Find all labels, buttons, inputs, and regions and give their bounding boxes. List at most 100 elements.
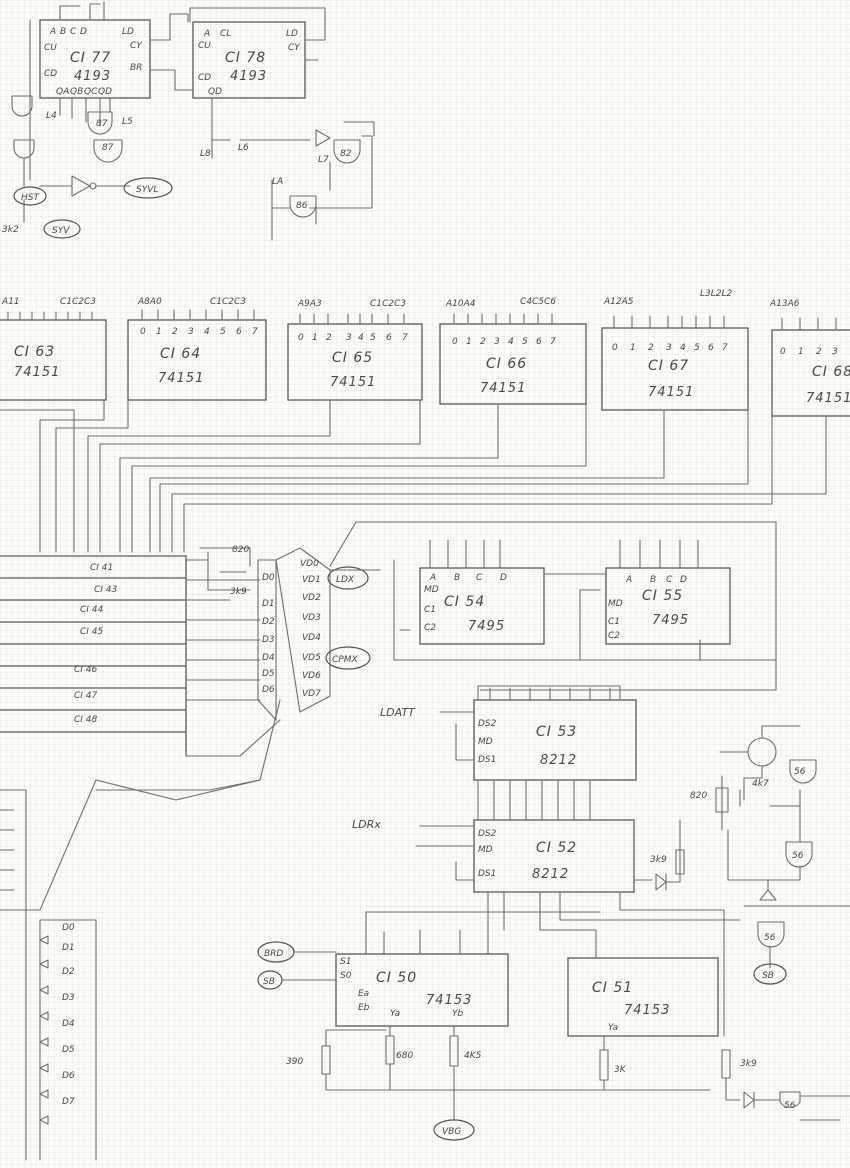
svg-text:2: 2	[648, 343, 654, 353]
svg-text:56: 56	[784, 1101, 796, 1111]
svg-text:1: 1	[156, 327, 162, 337]
svg-text:0: 0	[452, 337, 458, 347]
svg-text:D4: D4	[262, 653, 275, 663]
svg-text:56: 56	[792, 851, 804, 861]
svg-text:VD2: VD2	[302, 593, 321, 603]
signal-syv-oval	[43, 219, 81, 239]
mem-ci44: CI 44	[80, 605, 104, 615]
svg-text:3: 3	[494, 337, 500, 347]
svg-text:L3L2L2: L3L2L2	[700, 289, 732, 299]
shiftreg-ci55-type: 7495	[652, 613, 689, 628]
mux-row: CI 63 74151 CI 64 74151 CI 65 74151 CI 6…	[0, 289, 850, 417]
shiftreg-ci55-name: CI 55	[642, 588, 683, 604]
svg-text:A: A	[429, 573, 436, 583]
svg-text:7: 7	[550, 337, 556, 347]
svg-text:C4C5C6: C4C5C6	[520, 297, 556, 307]
mux-ci67-type: 74151	[648, 385, 694, 400]
latch-ci53: CI 53 8212 DS2 MD DS1	[473, 699, 637, 781]
latch-ci53-type: 8212	[540, 753, 577, 768]
svg-text:LD: LD	[122, 27, 134, 37]
resistor-3k9-top	[675, 849, 685, 875]
signal-syvl: SYVL	[136, 185, 158, 195]
svg-text:D0: D0	[62, 923, 75, 933]
svg-text:Ea: Ea	[358, 989, 369, 999]
shift-reg-ci55: CI 55 7495 A B C D MD C1 C2	[605, 567, 731, 645]
latch-ci52: CI 52 8212 DS2 MD DS1	[473, 819, 635, 893]
svg-text:0: 0	[780, 347, 786, 357]
chip-ci78-name: CI 78	[225, 50, 266, 66]
svg-text:4: 4	[204, 327, 210, 337]
signal-ldx: LDX	[336, 575, 355, 585]
svg-text:D1: D1	[62, 943, 75, 953]
svg-text:Yb: Yb	[452, 1009, 463, 1019]
svg-text:3k9: 3k9	[650, 855, 667, 865]
svg-text:D: D	[80, 27, 87, 37]
shiftreg-ci54-type: 7495	[468, 619, 505, 634]
svg-text:D5: D5	[262, 669, 275, 679]
svg-text:D2: D2	[62, 967, 75, 977]
svg-text:MD: MD	[478, 737, 493, 747]
svg-text:DS2: DS2	[478, 829, 497, 839]
svg-text:3: 3	[832, 347, 838, 357]
svg-text:6: 6	[386, 333, 392, 343]
signal-ldatt: LDATT	[380, 706, 416, 719]
svg-text:6: 6	[708, 343, 714, 353]
svg-text:A12A5: A12A5	[603, 297, 634, 307]
svg-text:D3: D3	[262, 635, 275, 645]
svg-text:C1C2C3: C1C2C3	[60, 297, 96, 307]
svg-text:CD: CD	[198, 73, 211, 83]
mux-ci64-name: CI 64	[160, 346, 201, 362]
svg-text:3k9: 3k9	[230, 587, 247, 597]
svg-text:VD5: VD5	[302, 653, 321, 663]
gate-cluster-top-middle: 82 86 L8 L6 L7 LA	[200, 121, 375, 241]
svg-text:C2: C2	[608, 631, 620, 641]
mux-ci64-type: 74151	[158, 371, 204, 386]
svg-text:D6: D6	[62, 1071, 75, 1081]
svg-text:82: 82	[340, 149, 352, 159]
svg-text:D0: D0	[262, 573, 275, 583]
mux-ci66-type: 74151	[480, 381, 526, 396]
data-bus-left: D0 D1 D2 D3 D4 D5 D6 VD0 VD1 VD2 VD3 VD4…	[257, 547, 331, 721]
svg-text:7: 7	[252, 327, 258, 337]
svg-text:A10A4: A10A4	[445, 299, 476, 309]
resistors-bottom: 390 680 4K5 3K 3k9	[286, 1025, 781, 1121]
signal-hst: HST	[21, 193, 40, 203]
svg-text:Ya: Ya	[608, 1023, 618, 1033]
svg-text:SB: SB	[263, 977, 275, 987]
svg-text:BR: BR	[130, 63, 142, 73]
svg-text:L6: L6	[238, 143, 249, 153]
svg-text:C1: C1	[424, 605, 436, 615]
svg-text:2: 2	[326, 333, 332, 343]
svg-text:0: 0	[612, 343, 618, 353]
latch-ci53-name: CI 53	[536, 724, 577, 740]
svg-text:56: 56	[794, 767, 806, 777]
svg-text:D6: D6	[262, 685, 275, 695]
svg-text:L4: L4	[46, 111, 57, 121]
svg-text:4K5: 4K5	[464, 1051, 482, 1061]
svg-text:L5: L5	[122, 117, 133, 127]
mem-ci48: CI 48	[74, 715, 98, 725]
svg-text:Ya: Ya	[390, 1009, 400, 1019]
svg-text:MD: MD	[478, 845, 493, 855]
svg-text:B: B	[60, 27, 66, 37]
svg-text:0: 0	[298, 333, 304, 343]
signal-cpmx-oval	[325, 646, 371, 670]
svg-text:QD: QD	[208, 87, 222, 97]
shift-reg-ci54: CI 54 7495 A B C D MD C1 C2	[419, 567, 545, 645]
signal-sb: SB	[762, 971, 774, 981]
mem-ci41: CI 41	[90, 563, 113, 573]
svg-text:4: 4	[358, 333, 364, 343]
svg-text:1: 1	[798, 347, 804, 357]
mem-ci45: CI 45	[80, 627, 104, 637]
svg-text:2: 2	[816, 347, 822, 357]
svg-text:CU: CU	[198, 41, 211, 51]
svg-text:C1C2C3: C1C2C3	[370, 299, 406, 309]
svg-text:1: 1	[630, 343, 636, 353]
chip-ci78: CI 78 4193 A CL LD CY CU CD QD	[192, 21, 306, 99]
svg-text:L7: L7	[318, 155, 329, 165]
svg-text:D7: D7	[62, 1097, 75, 1107]
svg-text:2: 2	[172, 327, 178, 337]
svg-text:C: C	[70, 27, 77, 37]
svg-text:S0: S0	[340, 971, 352, 981]
